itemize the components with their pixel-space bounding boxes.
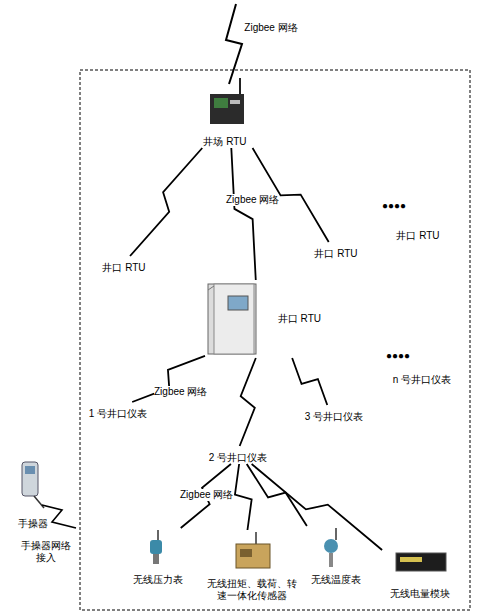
annotation-label: Zigbee 网络: [236, 22, 306, 34]
cabinet-icon: [208, 284, 256, 354]
wellsite-rtu-icon: [210, 78, 244, 124]
device-node: 井口 RTU: [205, 280, 321, 358]
annotation-label: ●●●●: [364, 200, 424, 212]
device-node: 井场 RTU: [192, 80, 258, 148]
device-label: 2 号井口仪表: [209, 452, 267, 464]
device-node: 手操器: [8, 458, 58, 530]
wireless-link: [252, 464, 382, 550]
temperature-gauge-icon: [324, 528, 338, 567]
device-label: 手操器: [18, 518, 48, 530]
device-node: 井口 RTU: [386, 224, 450, 242]
annotation-label: ●●●●: [368, 350, 428, 362]
device-label: 无线温度表: [311, 574, 361, 586]
device-node: 井口 RTU: [304, 242, 368, 260]
device-label: 井口 RTU: [278, 313, 321, 325]
link-label: Zigbee 网络: [180, 489, 233, 501]
wireless-link: [231, 148, 255, 280]
wireless-link: [235, 464, 252, 530]
uplink-bolt: [226, 4, 242, 84]
device-node: 无线压力表: [126, 528, 190, 586]
pressure-gauge-icon: [150, 530, 162, 564]
device-node: 2 号井口仪表: [198, 446, 278, 464]
wireless-link: [240, 358, 256, 446]
device-label: n 号井口仪表: [393, 374, 451, 386]
device-node: 无线电量模块: [382, 550, 458, 600]
device-label: 井口 RTU: [396, 230, 439, 242]
wireless-link: [247, 464, 307, 526]
link-label: Zigbee 网络: [154, 386, 207, 398]
device-label: 3 号井口仪表: [305, 411, 363, 423]
wireless-link: [292, 358, 327, 405]
device-label: 无线电量模块: [390, 588, 450, 600]
handheld-icon: [22, 462, 44, 508]
device-node: n 号井口仪表: [380, 368, 464, 386]
device-node: 井口 RTU: [92, 256, 156, 274]
torque-sensor-icon: [236, 532, 270, 568]
boundary-frame: [80, 70, 470, 610]
device-label: 无线扭矩、载荷、转速一体化传感器: [206, 578, 298, 602]
power-module-icon: [396, 553, 446, 571]
annotation-label: 手操器网络接入: [18, 540, 74, 564]
device-node: 1 号井口仪表: [78, 402, 158, 420]
link-label: Zigbee 网络: [226, 194, 279, 206]
device-node: 无线扭矩、载荷、转速一体化传感器: [206, 530, 298, 602]
device-node: 无线温度表: [306, 526, 366, 586]
device-label: 井口 RTU: [314, 248, 357, 260]
device-label: 无线压力表: [133, 574, 183, 586]
wireless-link: [130, 148, 202, 256]
device-label: 井口 RTU: [102, 262, 145, 274]
device-node: 3 号井口仪表: [294, 405, 374, 423]
device-label: 井场 RTU: [203, 136, 246, 148]
device-label: 1 号井口仪表: [89, 408, 147, 420]
